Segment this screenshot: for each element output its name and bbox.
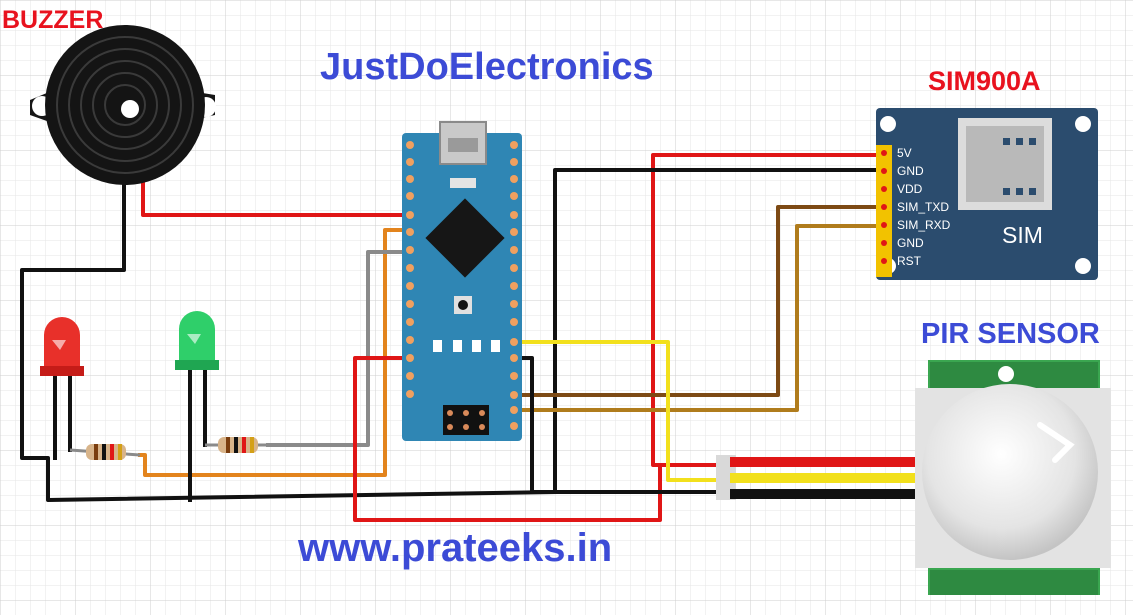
wire-pir-output — [513, 340, 727, 482]
wire-pir-gnd — [513, 356, 727, 494]
sim-chip-label: SIM — [1002, 222, 1043, 248]
sim-pin-vdd: VDD — [897, 182, 923, 196]
pir-sensor-icon — [915, 360, 1111, 595]
wire-green-led-signal — [266, 250, 410, 447]
website-url: www.prateeks.in — [298, 526, 613, 570]
sim-pin-rst: RST — [897, 254, 921, 268]
sim-pin-gnd: GND — [897, 164, 924, 178]
wire-buzzer-gnd — [20, 173, 558, 502]
led-red-icon — [40, 317, 84, 376]
wire-buzzer-signal — [141, 178, 410, 217]
led-green-icon — [175, 311, 219, 370]
resistor-icon — [205, 437, 268, 453]
wire-sim-gnd — [553, 168, 882, 494]
pir-cable — [716, 455, 920, 500]
arduino-nano-icon — [402, 121, 522, 441]
sim-pin-txd: SIM_TXD — [897, 200, 950, 214]
brand-title: JustDoElectronics — [320, 46, 654, 88]
sim900a-label: SIM900A — [928, 66, 1041, 96]
wire-arduino-5v — [353, 356, 662, 522]
sim-pin-rxd: SIM_RXD — [897, 218, 951, 232]
buzzer-icon — [30, 25, 216, 185]
sim-pin-gnd-2: GND — [897, 236, 924, 250]
resistor-icon — [69, 444, 141, 460]
pir-sensor-label: PIR SENSOR — [921, 318, 1100, 350]
wire-sim-5v — [651, 153, 882, 467]
wire-sim-txd — [513, 205, 882, 397]
wire-red-led-signal — [138, 228, 410, 477]
sim-pin-5v: 5V — [897, 146, 912, 160]
buzzer-label: BUZZER — [2, 6, 104, 34]
wire-sim-rxd — [513, 224, 882, 412]
sim900a-module-icon — [876, 108, 1098, 280]
